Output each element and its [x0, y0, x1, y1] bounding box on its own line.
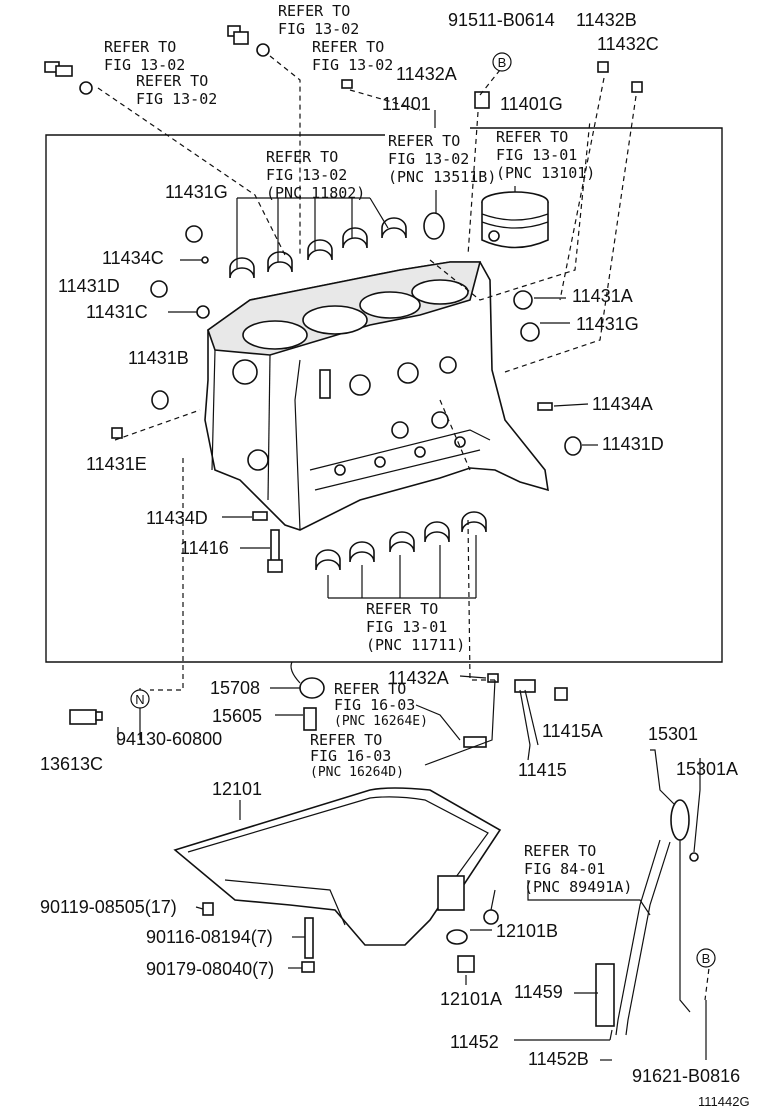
label-11434a[interactable]: 11434A	[592, 394, 653, 414]
ref-2-line1: REFER TO	[312, 38, 384, 56]
assembly-frame	[45, 127, 723, 663]
ref-7-line2: FIG 13-01	[496, 146, 577, 164]
label-15301a[interactable]: 15301A	[676, 759, 738, 779]
label-13613c[interactable]: 13613C	[40, 754, 103, 774]
ref-6-line3: (PNC 13511B)	[388, 168, 496, 186]
ref-7-line1: REFER TO	[496, 128, 568, 146]
label-15605[interactable]: 15605	[212, 706, 262, 726]
upper-bearings	[229, 217, 407, 279]
label-11431c[interactable]: 11431C	[86, 302, 148, 322]
ref-6-line2: FIG 13-02	[388, 150, 469, 168]
ref-3-line2: FIG 13-02	[104, 56, 185, 74]
ref-11-line2: FIG 84-01	[524, 860, 605, 878]
figure-code: 111442G	[698, 1094, 750, 1109]
ref-2-line2: FIG 13-02	[312, 56, 393, 74]
ref-6-line1: REFER TO	[388, 132, 460, 150]
marker-b-top: B	[492, 52, 512, 72]
ref-11-line3: (PNC 89491A)	[524, 878, 632, 896]
ref-8-line3: (PNC 11711)	[366, 636, 465, 654]
label-11434d[interactable]: 11434D	[146, 508, 208, 528]
label-11459[interactable]: 11459	[514, 982, 563, 1002]
ref-5-line3: (PNC 11802)	[266, 184, 365, 202]
ref-10-line2: FIG 16-03	[310, 747, 391, 765]
cylinder-block-drawing	[204, 261, 549, 531]
ref-1-line2: FIG 13-02	[278, 20, 359, 38]
piston-drawing	[481, 191, 549, 249]
label-12101[interactable]: 12101	[212, 779, 262, 799]
label-11401g[interactable]: 11401G	[500, 94, 563, 114]
label-11415a[interactable]: 11415A	[542, 721, 603, 741]
label-11431g-left[interactable]: 11431G	[165, 182, 228, 202]
svg-text:B: B	[498, 55, 507, 70]
ref-4-line2: FIG 13-02	[136, 90, 217, 108]
marker-n: N	[130, 689, 150, 709]
dashed-leaders	[97, 55, 711, 1001]
label-11452b[interactable]: 11452B	[528, 1049, 589, 1069]
label-11431d-right[interactable]: 11431D	[602, 434, 664, 454]
ref-3-line1: REFER TO	[104, 38, 176, 56]
ref-7-line3: (PNC 13101)	[496, 164, 595, 182]
ref-10-line3: (PNC 16264D)	[310, 765, 404, 780]
part-labels: 91511-B0614 11432B 11432C 11432A 11401 1…	[40, 10, 750, 1109]
label-11432a-top[interactable]: 11432A	[396, 64, 457, 84]
label-11431e[interactable]: 11431E	[86, 454, 147, 474]
label-15301[interactable]: 15301	[648, 724, 698, 744]
label-12101b[interactable]: 12101B	[496, 921, 558, 941]
label-94130-60800[interactable]: 94130-60800	[116, 729, 222, 749]
label-11432b[interactable]: 11432B	[576, 10, 637, 30]
label-11432c[interactable]: 11432C	[597, 34, 659, 54]
ref-8-line1: REFER TO	[366, 600, 438, 618]
ref-8-line2: FIG 13-01	[366, 618, 447, 636]
ref-1-line1: REFER TO	[278, 2, 350, 20]
label-90119-08505[interactable]: 90119-08505(17)	[40, 897, 177, 917]
label-11431a[interactable]: 11431A	[572, 286, 633, 306]
label-90179-08040[interactable]: 90179-08040(7)	[146, 959, 274, 979]
dipstick-drawing	[615, 799, 691, 1036]
label-11401[interactable]: 11401	[382, 94, 431, 114]
oil-pan-drawing	[173, 787, 502, 946]
label-91511-b0614[interactable]: 91511-B0614	[448, 10, 555, 30]
label-11431b[interactable]: 11431B	[128, 348, 189, 368]
ref-9-line2: FIG 16-03	[334, 696, 415, 714]
ref-5-line2: FIG 13-02	[266, 166, 347, 184]
ref-11-line1: REFER TO	[524, 842, 596, 860]
marker-b-bottom: B	[696, 948, 716, 968]
ref-9-line1: REFER TO	[334, 680, 406, 698]
label-11415[interactable]: 11415	[518, 760, 567, 780]
reference-notes: REFER TO FIG 13-02 REFER TO FIG 13-02 RE…	[104, 2, 632, 896]
ref-4-line1: REFER TO	[136, 72, 208, 90]
label-11434c[interactable]: 11434C	[102, 248, 164, 268]
label-11452[interactable]: 11452	[450, 1032, 499, 1052]
ref-5-line1: REFER TO	[266, 148, 338, 166]
lower-bearings	[315, 511, 487, 571]
solid-leaders	[117, 110, 707, 1061]
ref-10-line1: REFER TO	[310, 731, 382, 749]
svg-text:N: N	[135, 692, 144, 707]
ref-9-line3: (PNC 16264E)	[334, 714, 428, 729]
small-parts	[44, 25, 699, 1027]
label-90116-08194[interactable]: 90116-08194(7)	[146, 927, 273, 947]
label-12101a[interactable]: 12101A	[440, 989, 502, 1009]
label-11431d-left[interactable]: 11431D	[58, 276, 120, 296]
label-11416[interactable]: 11416	[180, 538, 229, 558]
label-11431g-right[interactable]: 11431G	[576, 314, 639, 334]
label-91621-b0816[interactable]: 91621-B0816	[632, 1066, 740, 1086]
label-15708[interactable]: 15708	[210, 678, 260, 698]
label-11432a-low[interactable]: 11432A	[388, 668, 449, 688]
svg-text:B: B	[702, 951, 711, 966]
